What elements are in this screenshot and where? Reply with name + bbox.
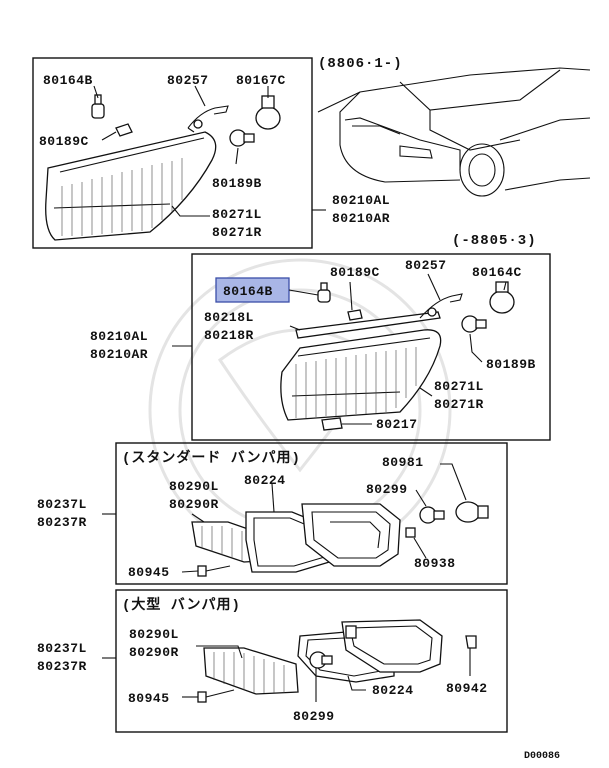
label-lg-80224[interactable]: 80224 xyxy=(372,683,414,698)
label-std-80938[interactable]: 80938 xyxy=(414,556,456,571)
top-clip-80189c xyxy=(115,123,133,137)
label-lg-80290r[interactable]: 80290R xyxy=(129,645,179,660)
label-top-80167c[interactable]: 80167C xyxy=(236,73,286,88)
variant-label-mid: (-8805·3) xyxy=(452,233,537,249)
label-std-80290l[interactable]: 80290L xyxy=(169,479,219,494)
std-bulb-80299 xyxy=(419,506,445,524)
label-std-80945[interactable]: 80945 xyxy=(128,565,170,580)
label-std-80299[interactable]: 80299 xyxy=(366,482,408,497)
label-mid-80189b[interactable]: 80189B xyxy=(486,357,536,372)
label-mid-80164b[interactable]: 80164B xyxy=(223,284,273,299)
std-screw-80945 xyxy=(197,565,231,577)
car-illustration xyxy=(317,67,591,197)
mid-socket-80164b xyxy=(317,282,331,303)
top-assembly-box xyxy=(32,57,313,249)
mid-harness-80257 xyxy=(419,293,463,319)
section-label-standard-bumper: (スタンダード バンパ用) xyxy=(122,449,301,467)
label-lg-80942[interactable]: 80942 xyxy=(446,681,488,696)
label-std-80290r[interactable]: 80290R xyxy=(169,497,219,512)
top-harness-80257 xyxy=(187,105,229,133)
label-top-80164b[interactable]: 80164B xyxy=(43,73,93,88)
label-mid-80189c[interactable]: 80189C xyxy=(330,265,380,280)
label-mid-80271l[interactable]: 80271L xyxy=(434,379,484,394)
mid-socket-80164c xyxy=(489,281,515,314)
label-std-80237l[interactable]: 80237L xyxy=(37,497,87,512)
diagram-code: D00086 xyxy=(524,751,560,762)
lg-housing xyxy=(341,619,443,673)
label-top-80210ar[interactable]: 80210AR xyxy=(332,211,390,226)
label-top-80189b[interactable]: 80189B xyxy=(212,176,262,191)
top-bulb-80189b xyxy=(229,129,255,147)
section-label-large-bumper: (大型 バンパ用) xyxy=(122,596,241,614)
label-std-80237r[interactable]: 80237R xyxy=(37,515,87,530)
label-lg-80237r[interactable]: 80237R xyxy=(37,659,87,674)
label-mid-80210al[interactable]: 80210AL xyxy=(90,329,148,344)
top-combination-lamp xyxy=(45,131,217,241)
large-bumper-box xyxy=(115,589,508,733)
mid-gasket-80218 xyxy=(295,311,441,339)
label-lg-80945[interactable]: 80945 xyxy=(128,691,170,706)
label-std-80224[interactable]: 80224 xyxy=(244,473,286,488)
variant-label-top: (8806·1-) xyxy=(318,56,403,72)
label-lg-80299[interactable]: 80299 xyxy=(293,709,335,724)
std-nut-80938 xyxy=(405,527,416,538)
mid-bulb-80189b xyxy=(461,315,487,333)
lg-side-lens-80290 xyxy=(203,647,299,695)
label-mid-80271r[interactable]: 80271R xyxy=(434,397,484,412)
label-mid-80218l[interactable]: 80218L xyxy=(204,310,254,325)
lg-clip-80942 xyxy=(465,635,477,649)
top-socket-80164b xyxy=(91,94,105,119)
label-top-80271r[interactable]: 80271R xyxy=(212,225,262,240)
label-mid-80257[interactable]: 80257 xyxy=(405,258,447,273)
mid-assembly-box xyxy=(191,253,551,441)
label-lg-80237l[interactable]: 80237L xyxy=(37,641,87,656)
std-housing xyxy=(301,503,401,567)
mid-bracket-80217 xyxy=(321,417,343,431)
label-top-80257[interactable]: 80257 xyxy=(167,73,209,88)
top-socket-80167c xyxy=(255,95,281,130)
lg-bulb-80299 xyxy=(309,651,333,669)
label-top-80189c[interactable]: 80189C xyxy=(39,134,89,149)
label-mid-80164c[interactable]: 80164C xyxy=(472,265,522,280)
label-top-80271l[interactable]: 80271L xyxy=(212,207,262,222)
label-mid-80218r[interactable]: 80218R xyxy=(204,328,254,343)
mid-clip-80189c xyxy=(347,309,363,321)
label-std-80981[interactable]: 80981 xyxy=(382,455,424,470)
label-lg-80290l[interactable]: 80290L xyxy=(129,627,179,642)
label-mid-80217[interactable]: 80217 xyxy=(376,417,418,432)
label-mid-80210ar[interactable]: 80210AR xyxy=(90,347,148,362)
mid-combination-lamp xyxy=(280,329,442,421)
lg-screw-80945 xyxy=(197,689,235,703)
std-socket-80981 xyxy=(455,501,489,523)
label-top-80210al[interactable]: 80210AL xyxy=(332,193,390,208)
